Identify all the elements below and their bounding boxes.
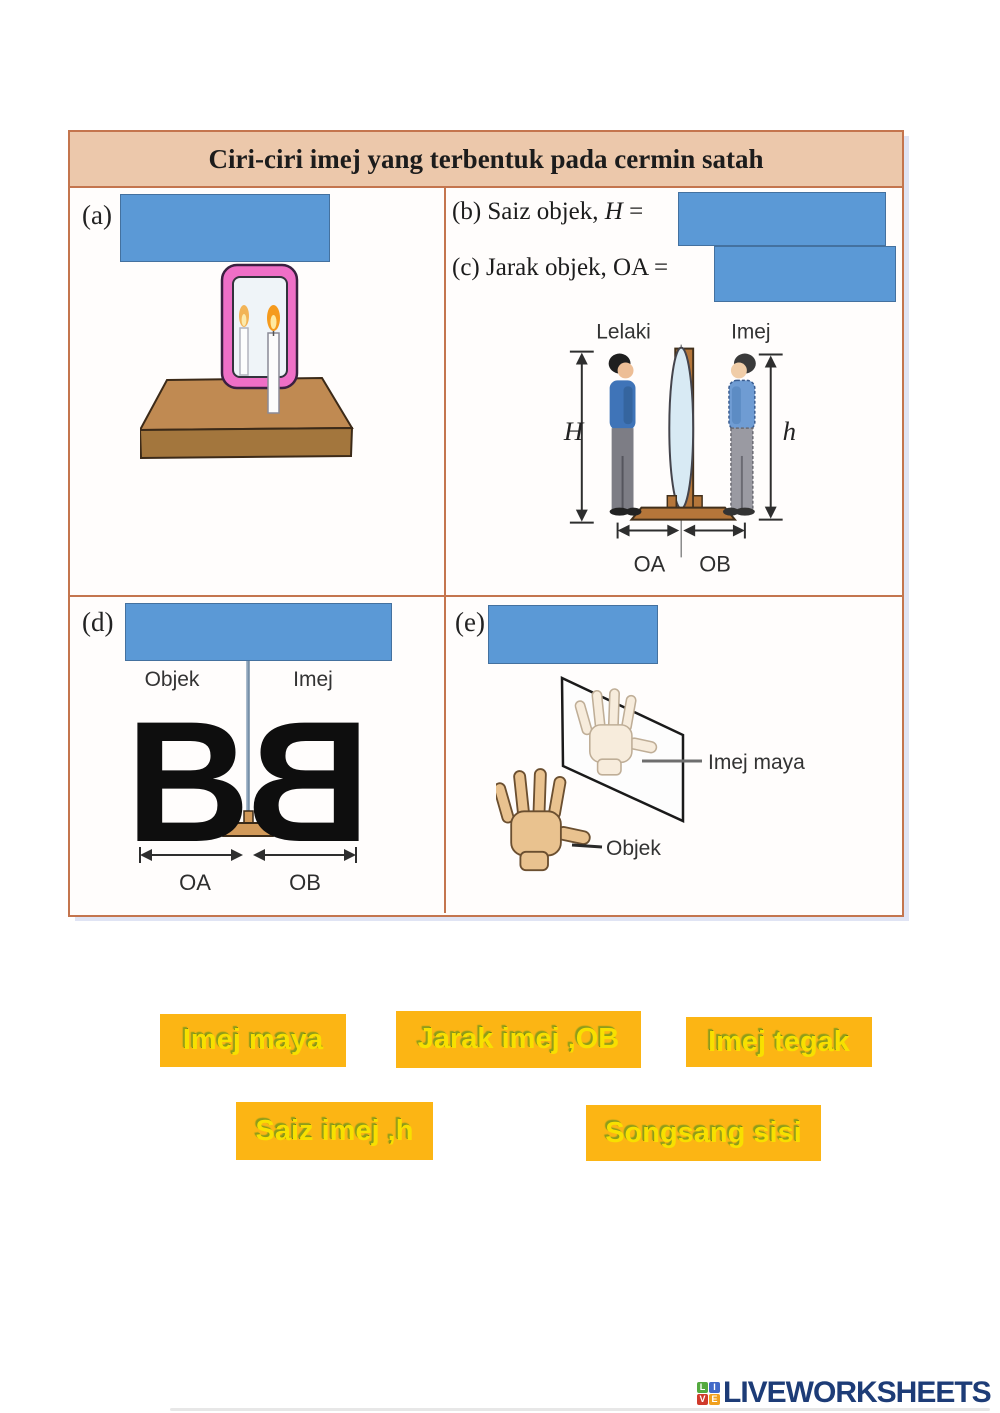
answer-chip-imej-maya[interactable]: Imej maya [160, 1014, 346, 1067]
cell-d-label: (d) [82, 607, 114, 637]
full-length-mirror [629, 346, 738, 521]
man-mirror-diagram: Lelaki Imej [563, 321, 796, 577]
answer-drop-zone-c[interactable] [714, 246, 896, 302]
table-title: Ciri-ciri imej yang terbentuk pada cermi… [208, 143, 764, 174]
prompt-c-text: Jarak objek, [486, 254, 607, 281]
table-header: Ciri-ciri imej yang terbentuk pada cermi… [70, 132, 902, 188]
prompt-c-equals: = [654, 254, 669, 281]
image-distance-label: OB [699, 551, 731, 576]
liveworksheets-logo-icon: L I V E [697, 1381, 720, 1405]
prompt-b: (b) Saiz objek, H = [452, 198, 643, 226]
answer-chip-imej-tegak[interactable]: Imej tegak [686, 1017, 872, 1067]
object-height-arrow [569, 350, 594, 524]
object-hand [496, 767, 592, 872]
cell-c-label: (c) [452, 254, 480, 281]
image-distance-label: OB [289, 870, 321, 895]
liveworksheets-logo[interactable]: L I V E LIVEWORKSHEETS [697, 1376, 992, 1409]
distance-arrows [139, 847, 357, 863]
object-distance-label: OA [634, 551, 666, 576]
prompt-c: (c) Jarak objek, OA = [452, 254, 668, 282]
logo-letter-l: L [697, 1381, 708, 1393]
virtual-image-label: Imej maya [708, 751, 805, 774]
logo-letter-v: V [697, 1393, 708, 1405]
object-label: Objek [145, 668, 200, 691]
prompt-c-symbol: OA [613, 254, 648, 281]
letter-mirror-diagram: Objek Imej B B [130, 661, 370, 895]
cell-a-label: (a) [82, 200, 112, 230]
answer-chip-songsang-sisi[interactable]: Songsang sisi [586, 1105, 821, 1161]
page-edge-artifact [170, 1408, 990, 1411]
cell-a: (a) [70, 188, 446, 595]
answer-drop-zone-d[interactable] [125, 603, 392, 661]
logo-letter-e: E [709, 1393, 720, 1405]
hand-mirror-diagram: Imej maya Objek [496, 676, 805, 872]
image-height-arrow [758, 353, 783, 521]
image-label: Imej [731, 321, 770, 344]
object-leader-line [571, 843, 603, 849]
answer-drop-zone-b[interactable] [678, 192, 886, 246]
prompt-b-text: Saiz objek, [487, 198, 599, 225]
prompt-b-symbol: H [604, 198, 623, 225]
prompt-b-equals: = [629, 198, 644, 225]
object-letter: B [130, 686, 250, 878]
liveworksheets-wordmark: LIVEWORKSHEETS [723, 1376, 992, 1409]
answer-chip-saiz-imej-h[interactable]: Saiz imej ,h [236, 1102, 433, 1160]
object-label: Objek [606, 837, 661, 860]
image-label: Imej [293, 668, 333, 691]
table-row-1: (a) [70, 188, 902, 597]
cell-d: (d) Objek Imej B B [70, 597, 446, 913]
mirror-frame [220, 263, 299, 390]
cell-e-label: (e) [455, 607, 485, 637]
table-row-2: (d) Objek Imej B B [70, 597, 902, 913]
characteristics-table: Ciri-ciri imej yang terbentuk pada cermi… [68, 130, 904, 917]
image-letter-mirrored: B [246, 686, 370, 878]
candle [267, 305, 280, 414]
cell-b-label: (b) [452, 198, 482, 225]
man-figure [608, 353, 642, 516]
answer-drop-zone-a[interactable] [120, 194, 330, 262]
answer-chip-jarak-imej-ob[interactable]: Jarak imej ,OB [396, 1011, 641, 1068]
candle-mirror-diagram [140, 263, 354, 460]
distance-arrows [616, 522, 746, 539]
table-illustration [140, 376, 354, 460]
cell-e: (e) [446, 597, 902, 913]
cell-bc: (b) Saiz objek, H = (c) Jarak objek, OA … [446, 188, 902, 595]
logo-letter-i: I [709, 1381, 720, 1393]
thin-mirror [221, 661, 275, 837]
person-label: Lelaki [596, 321, 651, 344]
object-height-symbol: H [563, 416, 585, 446]
object-distance-label: OA [179, 870, 211, 895]
answer-drop-zone-e[interactable] [488, 605, 658, 664]
image-figure [722, 353, 756, 516]
candle-reflection [239, 305, 249, 376]
image-height-symbol: h [783, 416, 796, 446]
